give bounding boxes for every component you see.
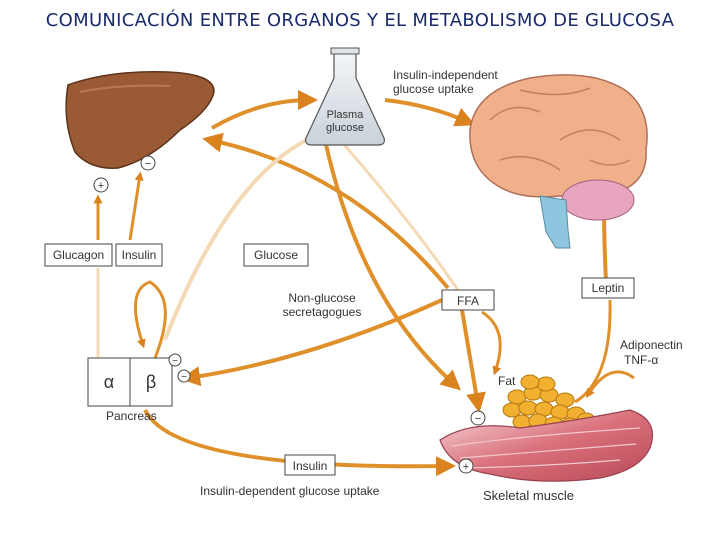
minus-sign-pancreas-1: −: [168, 353, 182, 367]
plus-sign-muscle: +: [458, 458, 474, 474]
page-title: COMUNICACIÓN ENTRE ORGANOS Y EL METABOLI…: [45, 10, 675, 31]
fat-cells-illustration: [502, 374, 596, 433]
skeletal-muscle-label: Skeletal muscle: [483, 488, 574, 503]
svg-text:−: −: [181, 372, 187, 383]
arrow-ffa-loop: [481, 310, 502, 376]
minus-sign-liver: −: [140, 155, 156, 171]
plasma-label-line1: Plasma: [327, 109, 365, 121]
liver-illustration: [65, 71, 215, 169]
glucose-label: Glucose: [254, 248, 298, 262]
alpha-cell-label: α: [104, 372, 114, 392]
beta-cell-label: β: [146, 372, 156, 392]
plasma-label-line2: glucose: [326, 122, 364, 134]
arrows: [93, 90, 635, 477]
arrow-pancreas-to-muscle: [143, 409, 456, 477]
insulin-bottom-label: Insulin: [293, 459, 328, 473]
minus-sign-pancreas-2: −: [177, 369, 191, 383]
fat-cell: [502, 402, 522, 418]
plus-sign-liver: +: [93, 177, 109, 193]
glucagon-label: Glucagon: [53, 248, 104, 262]
arrow-fat-to-leptin: [574, 299, 612, 404]
leptin-box: Leptin: [581, 277, 635, 299]
non-glucose-label-line2: secretagogues: [283, 305, 362, 319]
svg-text:+: +: [463, 461, 469, 473]
svg-text:+: +: [98, 180, 104, 192]
fat-cell: [536, 376, 556, 392]
fat-label: Fat: [498, 374, 516, 388]
svg-text:−: −: [145, 158, 151, 170]
glucagon-box: Glucagon: [44, 243, 113, 267]
ffa-label: FFA: [457, 294, 479, 308]
plasma-flask-illustration: Plasma glucose: [305, 47, 385, 146]
pancreas-label: Pancreas: [106, 409, 157, 423]
non-glucose-label-line1: Non-glucose: [288, 291, 356, 305]
skeletal-muscle-illustration: [439, 409, 654, 482]
pancreas-box: α β: [87, 357, 173, 407]
arrow-ffa-to-muscle: [460, 309, 486, 413]
brain-illustration: [469, 74, 648, 249]
insulin-top-box: Insulin: [115, 243, 163, 267]
arrow-ffa-to-pancreas: [180, 298, 443, 387]
regulation-signs: + − − − − +: [93, 155, 486, 474]
insulin-bottom-box: Insulin: [284, 454, 336, 476]
leptin-label: Leptin: [592, 281, 625, 295]
tnf-label: TNF-α: [624, 353, 658, 367]
svg-text:−: −: [475, 413, 481, 425]
svg-text:−: −: [172, 356, 178, 367]
arrow-insulin-to-liver: [128, 171, 144, 241]
insulin-dependent-label: Insulin-dependent glucose uptake: [200, 484, 380, 498]
minus-sign-muscle: −: [470, 410, 486, 426]
arrow-plasma-to-brain: [384, 98, 476, 127]
insulin-independent-label-line2: glucose uptake: [393, 82, 474, 96]
arrow-plasma-to-muscle: [323, 139, 461, 391]
insulin-independent-label-line1: Insulin-independent: [393, 68, 498, 82]
insulin-top-label: Insulin: [122, 248, 157, 262]
arrow-pancreas-loop: [133, 280, 167, 359]
adiponectin-label: Adiponectin: [620, 338, 683, 352]
arrow-plasma-to-fat: [338, 139, 460, 291]
fat-cell: [520, 374, 540, 390]
arrow-adiponectin-loop: [586, 370, 635, 399]
glucose-box: Glucose: [243, 243, 309, 267]
ffa-box: FFA: [441, 289, 495, 311]
arrow-liver-to-plasma: [210, 90, 318, 130]
fat-cell: [518, 400, 538, 416]
